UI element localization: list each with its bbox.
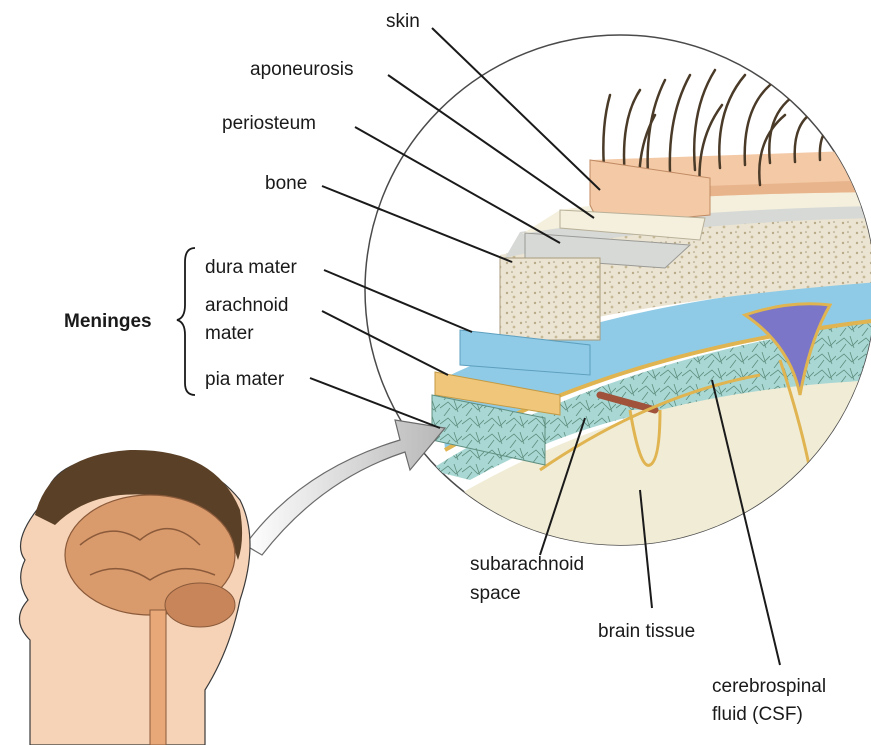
meninges-brace xyxy=(177,248,195,395)
pia-mater-label: pia mater xyxy=(205,368,284,392)
csf-label-line1: cerebrospinal xyxy=(712,675,826,699)
csf-label-line2: fluid (CSF) xyxy=(712,703,803,727)
dura-mater-label: dura mater xyxy=(205,256,297,280)
meninges-label: Meninges xyxy=(64,310,152,334)
subarachnoid-space-label-line1: subarachnoid xyxy=(470,553,584,577)
arachnoid-mater-label-line2: mater xyxy=(205,322,254,346)
bone-label: bone xyxy=(265,172,307,196)
subarachnoid-space-label-line2: space xyxy=(470,582,521,606)
brain-tissue-label: brain tissue xyxy=(598,620,695,644)
zoom-arrow xyxy=(245,420,445,555)
head-profile xyxy=(19,450,250,745)
arachnoid-mater-label-line1: arachnoid xyxy=(205,294,288,318)
periosteum-label: periosteum xyxy=(222,112,316,136)
magnified-view xyxy=(360,35,871,560)
aponeurosis-label: aponeurosis xyxy=(250,58,354,82)
skin-label: skin xyxy=(386,10,420,34)
